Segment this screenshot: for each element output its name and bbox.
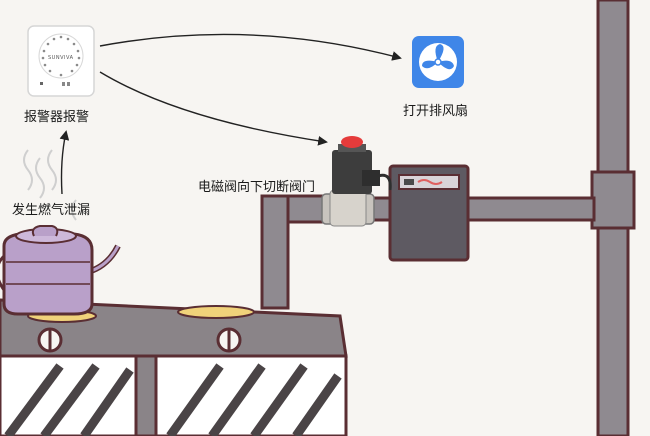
solenoid-valve (321, 136, 392, 227)
kettle (0, 225, 121, 316)
device-brand: SUNVIVA (48, 55, 74, 61)
label-alarm: 报警器报警 (24, 110, 90, 125)
exhaust-fan-icon (412, 36, 464, 88)
label-fan: 打开排风扇 (403, 104, 469, 119)
label-leak: 发生燃气泄漏 (12, 203, 91, 218)
vertical-pipe (590, 0, 636, 436)
gas-meter (388, 164, 470, 262)
stove (0, 298, 348, 436)
gas-alarm-device: SUNVIVA (27, 25, 95, 97)
arrow-alarm-to-valve (99, 71, 328, 146)
pipe-to-stove (260, 194, 334, 310)
leak-fumes (23, 149, 77, 221)
arrow-alarm-to-fan (99, 33, 402, 61)
label-valve: 电磁阀向下切断阀门 (198, 180, 316, 195)
burner-right (177, 305, 255, 319)
valve-cap (341, 136, 363, 148)
pipe-meter-to-main (466, 196, 596, 222)
arrow-leak-to-alarm (59, 130, 70, 195)
